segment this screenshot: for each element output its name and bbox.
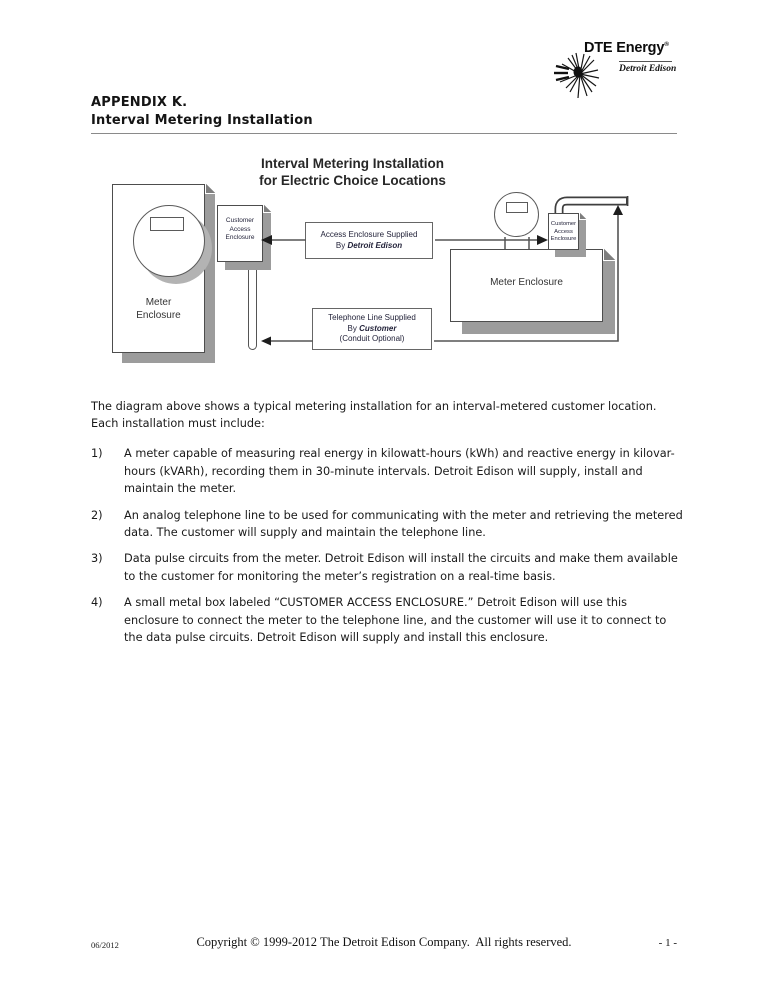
customer-access-enclosure-left-box: Customer Access Enclosure	[217, 205, 263, 262]
diagram-title-line1: Interval Metering Installation	[260, 156, 445, 171]
phone-box-line3: (Conduit Optional)	[339, 334, 405, 343]
registered-mark: ®	[664, 41, 669, 49]
meter-display-left	[150, 217, 184, 231]
arrow-left-conduit-icon	[261, 336, 271, 346]
diagram-underlay-lines	[504, 196, 629, 250]
header-divider	[91, 133, 677, 134]
list-item-text: Data pulse circuits from the meter. Detr…	[124, 552, 678, 583]
list-item: 4) A small metal box labeled “CUSTOMER A…	[91, 594, 683, 646]
list-item-number: 1)	[91, 447, 103, 461]
page-title: APPENDIX K. Interval Metering Installati…	[91, 94, 313, 129]
list-item-number: 2)	[91, 508, 103, 522]
supplied-box-line2: By Detroit Edison	[335, 241, 403, 250]
diagram-overlay-lines	[261, 205, 623, 346]
phone-box-owner: Customer	[359, 323, 397, 333]
list-item: 3) Data pulse circuits from the meter. D…	[91, 550, 683, 584]
meter-display-right	[506, 202, 528, 213]
list-item-number: 3)	[91, 552, 103, 566]
list-item: 2) An analog telephone line to be used f…	[91, 507, 683, 541]
dte-energy-logo: DTE Energy® Detroit Edison	[552, 38, 682, 102]
conduit-pipe-fill	[556, 198, 626, 224]
metering-installation-diagram: Interval Metering Installation for Elect…	[95, 150, 675, 390]
footer-page-number: - 1 -	[658, 937, 677, 949]
list-item-text: An analog telephone line to be used for …	[124, 508, 683, 539]
supplied-box-line1: Access Enclosure Supplied	[320, 230, 418, 239]
meter-enclosure-left-label: Meter Enclosure	[136, 297, 181, 321]
phone-to-pipe-line	[434, 214, 619, 342]
customer-access-enclosure-right-box: Customer Access Enclosure	[548, 213, 579, 250]
list-item-text: A small metal box labeled “CUSTOMER ACCE…	[124, 596, 667, 644]
arrow-up-icon	[613, 205, 623, 215]
supplied-box-owner: Detroit Edison	[347, 241, 403, 250]
arrow-left-icon	[261, 235, 272, 245]
appendix-subheading: Interval Metering Installation	[91, 112, 313, 128]
list-item-number: 4)	[91, 596, 103, 610]
access-enclosure-supplied-box: Access Enclosure Supplied By Detroit Edi…	[305, 222, 433, 259]
phone-box-line1: Telephone Line Supplied	[328, 313, 416, 322]
logo-subbrand-text: Detroit Edison	[619, 64, 677, 74]
body-text: The diagram above shows a typical meteri…	[91, 398, 683, 655]
intro-paragraph: The diagram above shows a typical meteri…	[91, 400, 657, 431]
footer-date: 06/2012	[91, 940, 119, 950]
arrow-right-icon	[537, 235, 548, 245]
phone-box-line2: By Customer	[347, 323, 397, 333]
logo-brand-text: DTE Energy®	[584, 40, 669, 56]
list-item-text: A meter capable of measuring real energy…	[124, 447, 675, 495]
meter-legs-line	[504, 237, 530, 250]
telephone-conduit	[248, 262, 257, 350]
meter-dial-right	[494, 192, 539, 237]
footer-copyright: Copyright © 1999-2012 The Detroit Edison…	[196, 935, 572, 949]
sunburst-face-icon	[554, 52, 600, 99]
diagram-title: Interval Metering Installation for Elect…	[210, 156, 495, 189]
list-item: 1) A meter capable of measuring real ene…	[91, 445, 683, 497]
logo-divider	[619, 61, 672, 62]
telephone-line-supplied-box: Telephone Line Supplied By Customer (Con…	[312, 308, 432, 350]
appendix-heading: APPENDIX K.	[91, 95, 188, 110]
page-footer: 06/2012 Copyright © 1999-2012 The Detroi…	[91, 935, 677, 957]
diagram-title-line2: for Electric Choice Locations	[259, 172, 446, 188]
meter-enclosure-right-box: Meter Enclosure	[450, 249, 603, 322]
